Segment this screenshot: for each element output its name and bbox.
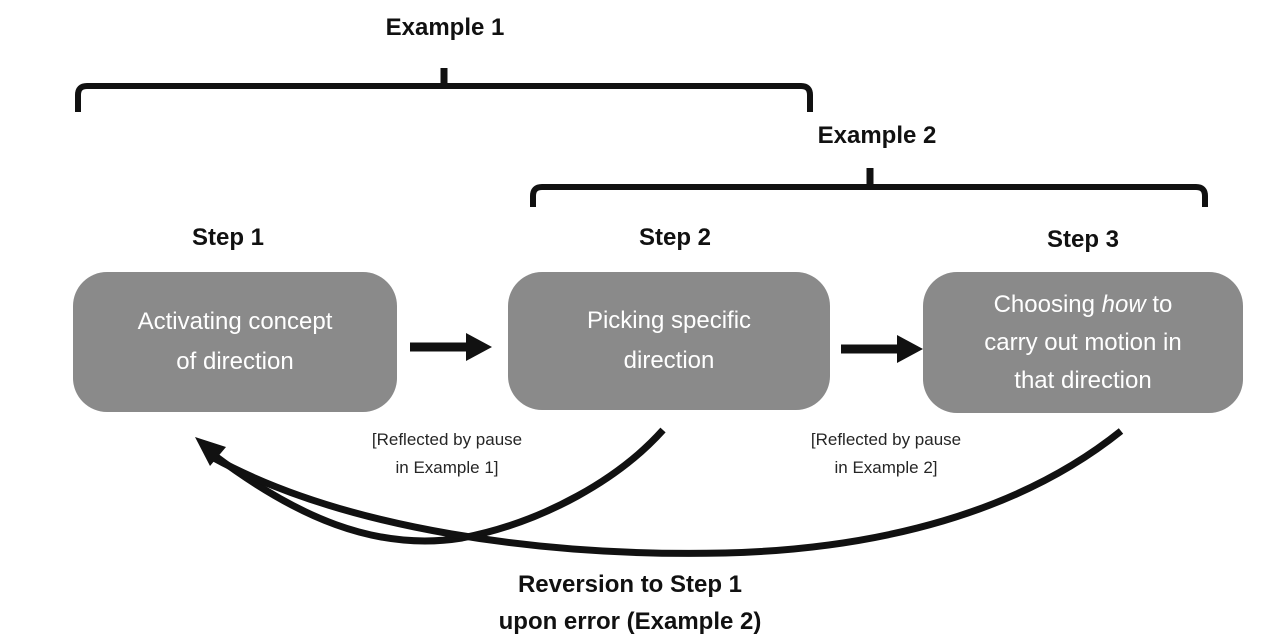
reversion-arrowhead: [195, 437, 226, 466]
step1-box: Activating concept of direction: [73, 272, 397, 412]
step3-box: Choosing how to carry out motion in that…: [923, 272, 1243, 413]
step1-box-text-line1: Activating concept: [137, 308, 333, 335]
step3-label: Step 3: [1046, 226, 1120, 253]
step3-line1-pre: Choosing: [993, 290, 1102, 318]
example1-bracket: [75, 83, 813, 112]
arrow-step1-to-step2: [410, 333, 492, 361]
reversion-curve-from-step3: [210, 428, 1124, 557]
reversion-note-line1: Reversion to Step 1: [517, 571, 743, 598]
pause-caption-example2: [Reflected by pause in Example 2]: [786, 426, 986, 482]
step1-label: Step 1: [191, 224, 265, 251]
step3-line1-post: to: [1145, 290, 1173, 318]
pause-caption-example1-line2: in Example 1]: [395, 458, 499, 477]
pause-caption-example2-line1: [Reflected by pause: [810, 430, 962, 449]
reversion-note: Reversion to Step 1 upon error (Example …: [480, 566, 780, 640]
pause-caption-example1: [Reflected by pause in Example 1]: [347, 426, 547, 482]
reversion-note-line2: upon error (Example 2): [498, 608, 762, 635]
step2-box-text-line1: Picking specific: [586, 307, 752, 334]
step3-line1-italic-word: how: [1101, 290, 1146, 318]
step3-box-text-line1: Choosing how to: [994, 286, 1173, 324]
arrow-step2-to-step3: [841, 335, 923, 363]
example1-label: Example 1: [385, 14, 505, 41]
step3-box-text-line3: that direction: [1014, 366, 1152, 394]
step2-box: Picking specific direction: [508, 272, 830, 410]
step2-box-text-line2: direction: [623, 347, 715, 374]
step1-box-text-line2: of direction: [176, 348, 294, 375]
pause-caption-example1-line1: [Reflected by pause: [371, 430, 523, 449]
example2-label: Example 2: [817, 122, 937, 149]
pause-caption-example2-line2: in Example 2]: [834, 458, 938, 477]
step2-label: Step 2: [638, 224, 712, 251]
step3-box-text-line2: carry out motion in: [984, 328, 1182, 356]
